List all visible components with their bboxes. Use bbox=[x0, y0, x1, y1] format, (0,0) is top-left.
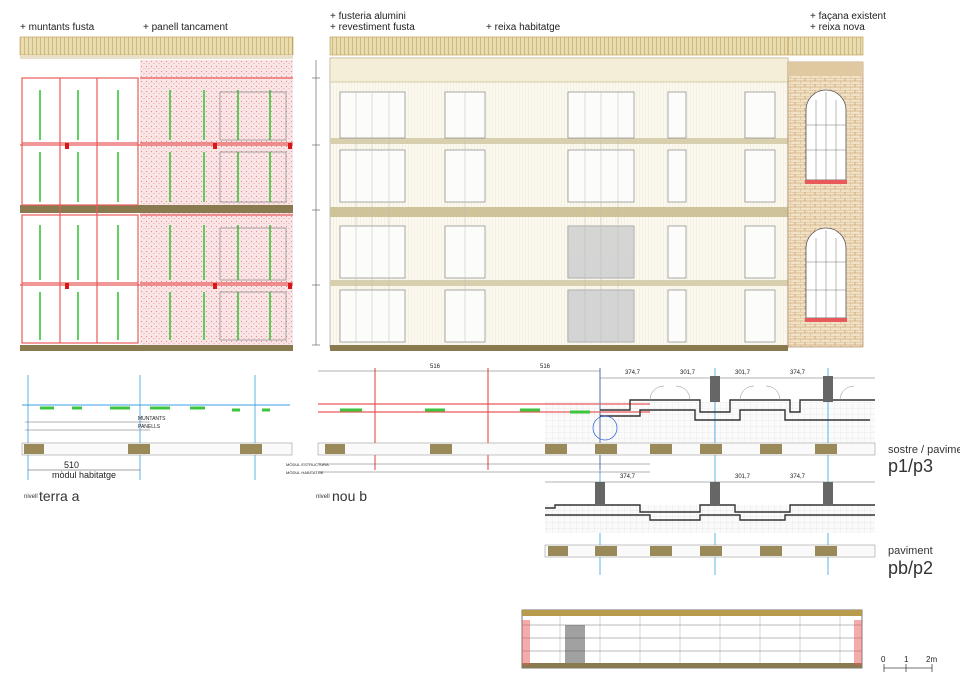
section-base bbox=[522, 663, 862, 668]
pile-blocks-p1 bbox=[548, 546, 837, 556]
level-scale bbox=[312, 60, 320, 346]
elevation-structure bbox=[19, 36, 294, 351]
dark-shutters bbox=[568, 226, 634, 342]
plan-b-row-label-1: MÒDUL ESTRUCTURA bbox=[286, 462, 329, 467]
parapet-a bbox=[20, 55, 293, 59]
floor-strip-a bbox=[21, 442, 293, 456]
label-reixa-habitatge: + reixa habitatge bbox=[486, 22, 561, 33]
plan-a-level-name: terra a bbox=[39, 488, 80, 504]
connector-marks bbox=[65, 143, 292, 289]
roof-band-a bbox=[19, 36, 294, 56]
plan-b-dim-6: 374,7 bbox=[790, 370, 806, 376]
balcony-1 bbox=[330, 138, 788, 144]
plan-b-level-prefix: nivell bbox=[316, 494, 330, 500]
sill-lower bbox=[805, 318, 847, 322]
scale-bar bbox=[883, 664, 933, 672]
detail-callout bbox=[592, 415, 618, 441]
attic-band bbox=[329, 57, 789, 83]
glass-mullions bbox=[39, 90, 271, 340]
plan-b-dim-5: 301,7 bbox=[735, 370, 751, 376]
wall-outline-p1 bbox=[545, 504, 875, 521]
roof-band-c bbox=[787, 36, 864, 56]
window-outlines-a bbox=[219, 91, 287, 341]
plan-ground-level bbox=[21, 375, 293, 480]
plan-new-level bbox=[317, 368, 876, 575]
pbp2-name: pb/p2 bbox=[888, 558, 934, 578]
glass-plan-b bbox=[340, 408, 590, 414]
scale-tick-0: 0 bbox=[881, 655, 886, 664]
plan-b-dim-4: 301,7 bbox=[680, 370, 696, 376]
door-swings-b bbox=[649, 385, 855, 401]
slab-a-1 bbox=[20, 205, 293, 213]
stair-core bbox=[565, 625, 585, 663]
plan-b-dim-2: 516 bbox=[540, 364, 551, 370]
sill-upper bbox=[805, 180, 847, 184]
cornice bbox=[788, 62, 863, 76]
plan-p1-p3 bbox=[544, 481, 876, 558]
dimension-rows-a bbox=[25, 421, 150, 431]
elevation-existing bbox=[787, 36, 864, 348]
label-reixa-nova: + reixa nova bbox=[810, 22, 865, 33]
plan-b-level-name: nou b bbox=[332, 488, 368, 504]
plan-b-dim-3: 374,7 bbox=[625, 370, 641, 376]
label-muntants-fusta: + muntants fusta bbox=[20, 22, 95, 33]
label-panell-tancament: + panell tancament bbox=[143, 22, 228, 33]
pile-blocks-a bbox=[24, 444, 262, 454]
dimension-rows-b bbox=[318, 370, 875, 473]
p1-dim-1: 374,7 bbox=[620, 474, 636, 480]
scale-tick-2m: 2m bbox=[926, 655, 938, 664]
p1p3-name: p1/p3 bbox=[888, 456, 934, 476]
label-fusteria-alumini: + fusteria alumini bbox=[330, 11, 406, 22]
plan-a-level-prefix: nivell bbox=[24, 494, 38, 500]
slab-b-2 bbox=[330, 345, 788, 351]
section-bays bbox=[559, 616, 841, 663]
roof-band-b bbox=[329, 36, 789, 56]
label-revestiment-fusta: + revestiment fusta bbox=[330, 22, 415, 33]
axis-lines-b bbox=[599, 368, 829, 575]
plan-b-row-label-2: MÒDUL HABITATGE bbox=[286, 470, 324, 475]
grid-zone-p1 bbox=[545, 505, 875, 533]
elevation-facade bbox=[312, 36, 789, 351]
facade-cladding bbox=[329, 57, 789, 349]
section-roof bbox=[522, 610, 862, 616]
section-edge-a bbox=[522, 620, 530, 665]
plan-a-dimension: 510 bbox=[64, 460, 80, 470]
long-section bbox=[521, 609, 863, 669]
scale-tick-1: 1 bbox=[904, 655, 909, 664]
closing-panels bbox=[140, 60, 293, 345]
columns-b bbox=[710, 376, 833, 402]
slab-b-1 bbox=[330, 207, 788, 217]
window-grid-c bbox=[806, 92, 846, 318]
p1-dim-2: 301,7 bbox=[735, 474, 751, 480]
plan-a-module-label: mòdul habitatge bbox=[52, 470, 117, 480]
label-facana-existent: + façana existent bbox=[810, 11, 886, 22]
plan-b-dim-1: 516 bbox=[430, 364, 441, 370]
section-edge-b bbox=[854, 620, 862, 665]
plan-a-row-label-1: MUNTANTS bbox=[138, 416, 166, 422]
axis-lines-a bbox=[27, 375, 256, 480]
wall-outline-b bbox=[600, 399, 875, 421]
pile-blocks-b bbox=[325, 444, 837, 454]
p1-dim-3: 374,7 bbox=[790, 474, 806, 480]
pbp2-caption: paviment bbox=[888, 545, 933, 557]
glass-plan-a bbox=[40, 406, 270, 412]
plan-a-row-label-2: PANELLS bbox=[138, 424, 161, 430]
balcony-2 bbox=[330, 280, 788, 286]
p1p3-caption: sostre / paviment bbox=[888, 444, 960, 456]
columns-p1 bbox=[595, 482, 833, 506]
slab-a-2 bbox=[20, 345, 293, 351]
